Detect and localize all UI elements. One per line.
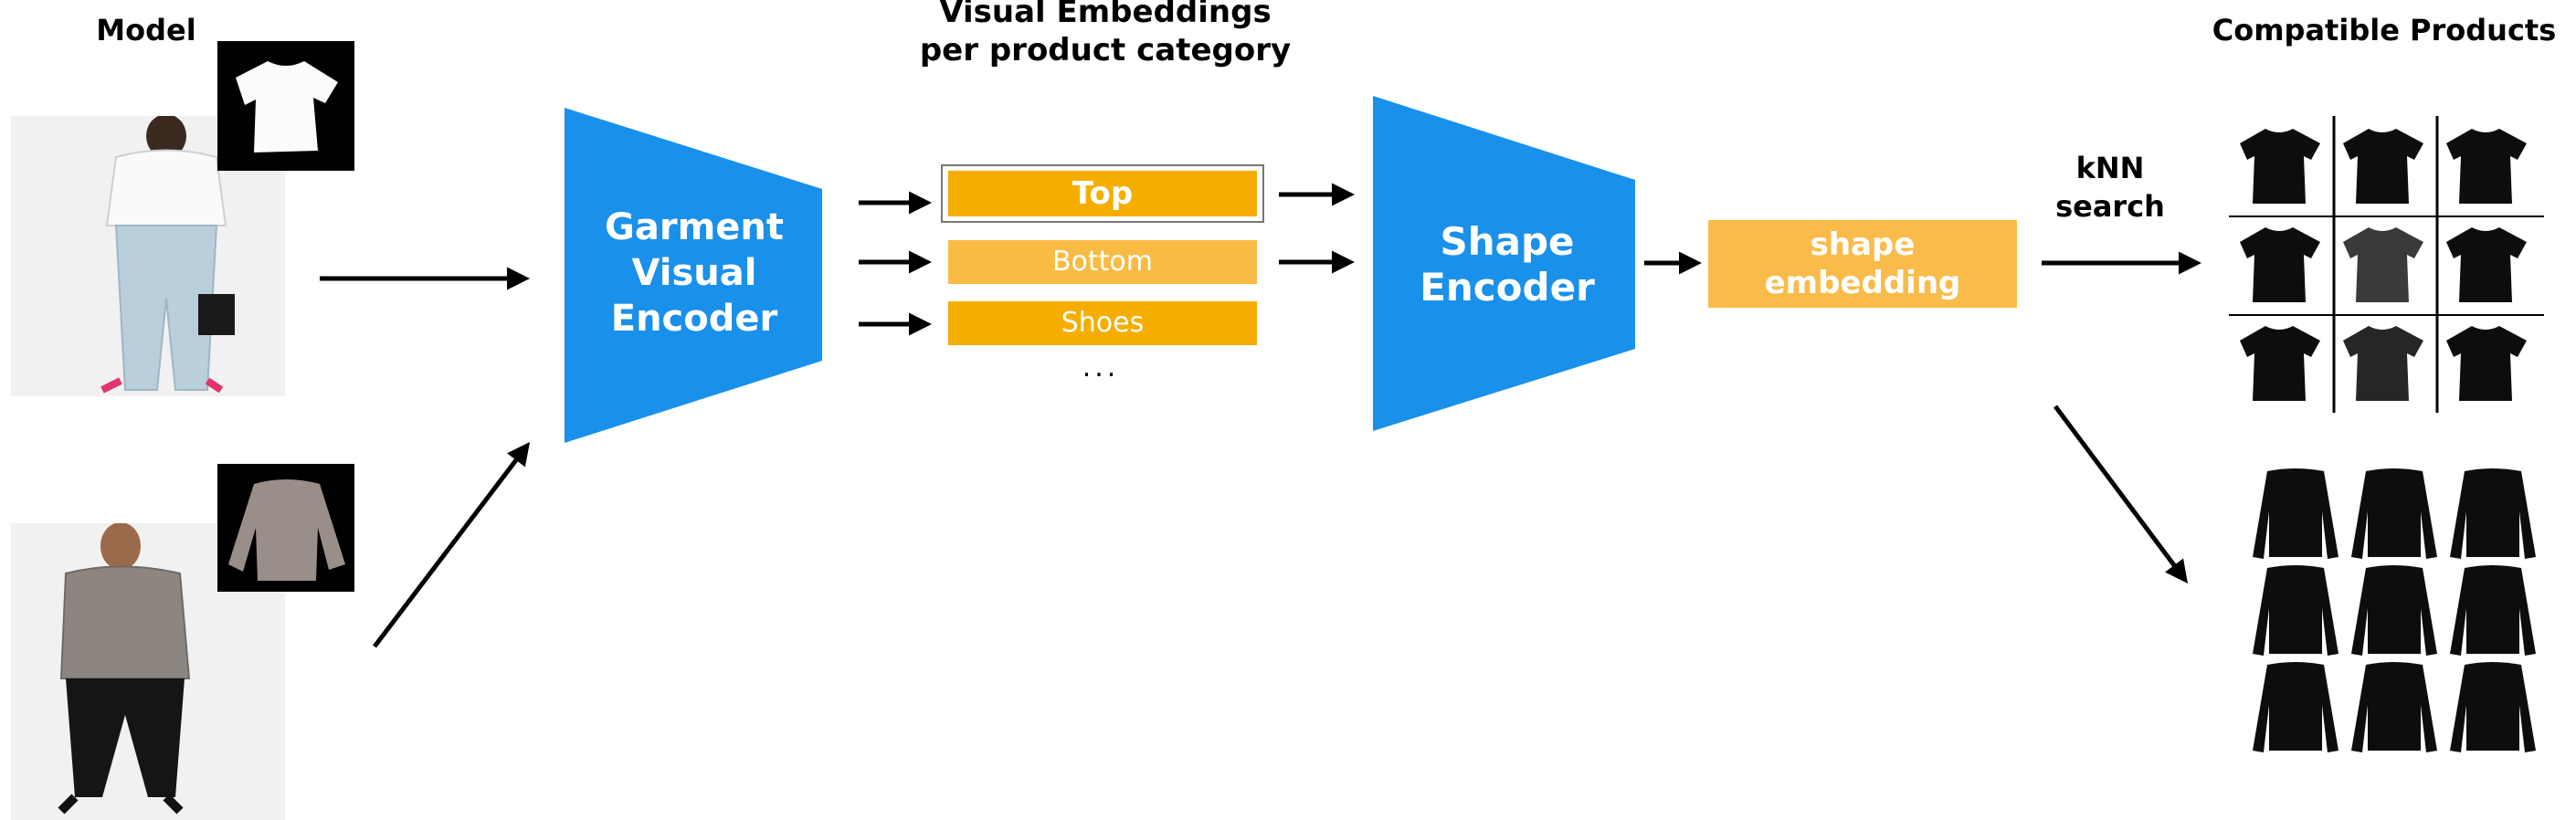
arrow-icon (373, 442, 531, 648)
compatible-products-title: Compatible Products (2212, 13, 2557, 47)
garment-line2: Visual (631, 252, 757, 294)
product-tee-2 (2343, 129, 2423, 204)
shape-embedding-line1: shape (1810, 226, 1916, 263)
garment-visual-encoder-label: Garment Visual Encoder (585, 205, 804, 342)
bottom-embedding: Bottom (948, 240, 1257, 284)
visual-embeddings-title-line2: per product category (919, 32, 1292, 68)
model-title: Model (96, 13, 196, 47)
top-embedding-outline (941, 164, 1264, 223)
compatible-tops-grid (2229, 116, 2544, 413)
knn-search-line2: search (2055, 189, 2165, 224)
arrow-icon (2053, 405, 2188, 584)
product-tee-9 (2446, 326, 2527, 401)
product-tee-8 (2343, 326, 2423, 401)
product-sweater-9 (2450, 662, 2536, 752)
product-tee-1 (2240, 129, 2320, 204)
product-sweater-6 (2450, 565, 2536, 656)
shape-embedding: shape embedding (1708, 220, 2017, 308)
shape-embedding-line2: embedding (1764, 265, 1961, 301)
product-sweater-2 (2351, 468, 2437, 559)
garment-line3: Encoder (610, 298, 778, 340)
product-sweater-8 (2351, 662, 2437, 752)
product-tee-5 (2343, 227, 2423, 302)
visual-embeddings-title-line1: Visual Embeddings (939, 0, 1272, 30)
product-tee-3 (2446, 129, 2527, 204)
shape-line2: Encoder (1420, 265, 1595, 310)
compatible-sweaters-grid (2247, 466, 2544, 756)
visual-embeddings-title: Visual Embeddings per product category (895, 0, 1315, 69)
shape-line1: Shape (1440, 219, 1575, 264)
product-tee-4 (2240, 227, 2320, 302)
shape-encoder (1373, 96, 1635, 431)
garment-visual-encoder (565, 108, 822, 443)
product-tee-7 (2240, 326, 2320, 401)
product-tee-6 (2446, 227, 2527, 302)
knn-search-line1: kNN (2075, 151, 2145, 185)
product-sweater-7 (2253, 662, 2338, 752)
product-sweater-3 (2450, 468, 2536, 559)
garment-line1: Garment (605, 206, 784, 248)
shoes-embedding: Shoes (948, 301, 1257, 345)
product-sweater-1 (2253, 468, 2338, 559)
sweater-thumbnail (217, 464, 354, 592)
more-categories-ellipsis: ... (1082, 352, 1120, 384)
product-sweater-5 (2351, 565, 2437, 656)
knn-search-label: kNN search (2037, 149, 2183, 226)
top-embedding: Top (948, 171, 1257, 216)
shape-encoder-label: Shape Encoder (1398, 219, 1617, 310)
product-sweater-4 (2253, 565, 2338, 656)
t-shirt-thumbnail (217, 41, 354, 171)
